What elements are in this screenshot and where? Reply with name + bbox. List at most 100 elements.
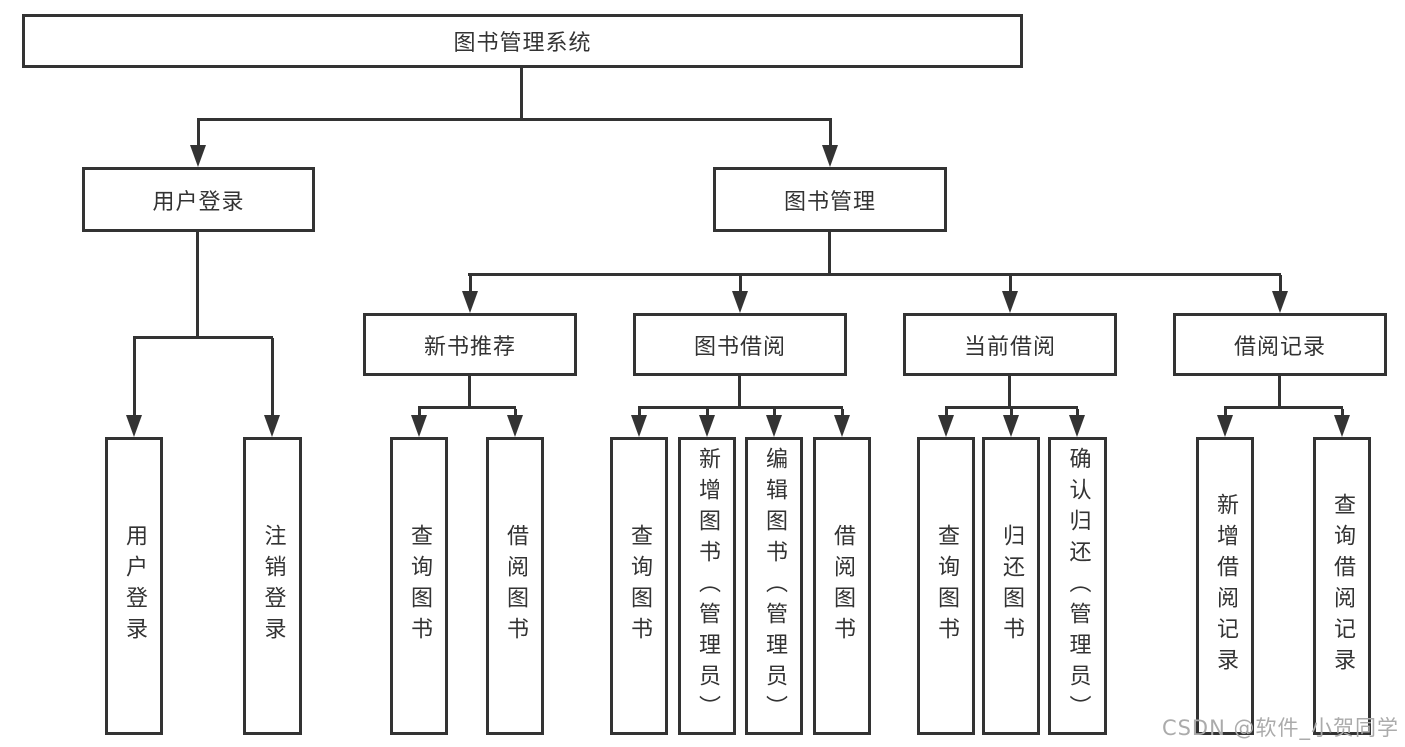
leaf-label: 注销登录: [260, 524, 286, 648]
leaf-br-add-record: 新增借阅记录: [1196, 437, 1254, 735]
arrow-stem: [513, 409, 517, 417]
leaf-label: 新增借阅记录: [1213, 493, 1238, 679]
leaf-cb-return-books: 归还图书: [982, 437, 1040, 735]
arrow-head-icon: [766, 415, 782, 437]
vline-current-borrow-trunk: [1008, 376, 1011, 409]
leaf-label: 查询图书: [934, 524, 959, 648]
node-user-login-label: 用户登录: [152, 189, 245, 215]
hline-current-borrow-branch: [945, 406, 1078, 409]
arrow-stem: [944, 409, 948, 417]
arrow-head-icon: [1217, 415, 1233, 437]
arrow-stem: [637, 409, 641, 417]
arrow-into-leaf-logout: [264, 338, 280, 437]
arrow-head-icon: [732, 291, 748, 313]
arrow-head-icon: [631, 415, 647, 437]
arrow-into-current-borrow: [1002, 275, 1018, 313]
arrow-stem: [1075, 409, 1079, 417]
arrow-into-cb-return: [1003, 409, 1019, 437]
leaf-bb-add-books-admin: 新增图书（管理员）: [678, 437, 736, 735]
arrow-into-bb-edit: [766, 409, 782, 437]
node-book-management: 图书管理: [713, 167, 947, 232]
leaf-label: 确认归还（管理员）: [1065, 446, 1091, 726]
node-book-borrow: 图书借阅: [633, 313, 847, 376]
node-current-borrow: 当前借阅: [903, 313, 1117, 376]
arrow-stem: [1340, 409, 1344, 417]
hline-borrow-records-branch: [1224, 406, 1343, 409]
leaf-nbr-borrow-books: 借阅图书: [486, 437, 544, 735]
arrow-head-icon: [822, 145, 838, 167]
vline-new-book-rec-trunk: [468, 376, 471, 409]
arrow-stem: [738, 275, 742, 293]
arrow-stem: [1223, 409, 1227, 417]
arrow-stem: [828, 120, 832, 147]
leaf-label: 查询图书: [407, 524, 432, 648]
node-root-label: 图书管理系统: [453, 31, 592, 56]
arrow-stem: [270, 338, 274, 417]
hline-new-book-rec-branch: [418, 406, 516, 409]
arrow-into-cb-query: [938, 409, 954, 437]
leaf-bb-borrow-books: 借阅图书: [813, 437, 871, 735]
arrow-head-icon: [411, 415, 427, 437]
node-new-book-rec: 新书推荐: [363, 313, 577, 376]
arrow-stem: [840, 409, 844, 417]
leaf-label: 编辑图书（管理员）: [762, 446, 787, 726]
arrow-head-icon: [126, 415, 142, 437]
leaf-bb-query-books: 查询图书: [610, 437, 668, 735]
vline-book-management-trunk: [828, 232, 831, 276]
node-label: 借阅记录: [1233, 334, 1326, 360]
arrow-stem: [772, 409, 776, 417]
arrow-head-icon: [264, 415, 280, 437]
arrow-stem: [1008, 275, 1012, 293]
arrow-into-br-add: [1217, 409, 1233, 437]
arrow-head-icon: [938, 415, 954, 437]
arrow-stem: [705, 409, 709, 417]
leaf-user-login: 用户登录: [105, 437, 163, 735]
arrow-stem: [1278, 275, 1282, 293]
vline-root-trunk: [520, 68, 523, 121]
arrow-into-book-management: [822, 120, 838, 167]
arrow-head-icon: [507, 415, 523, 437]
leaf-logout: 注销登录: [243, 437, 302, 735]
leaf-br-query-record: 查询借阅记录: [1313, 437, 1371, 735]
csdn-watermark: CSDN @软件_小贺同学: [1161, 716, 1399, 740]
leaf-label: 新增图书（管理员）: [695, 446, 720, 726]
node-borrow-records: 借阅记录: [1173, 313, 1387, 376]
arrow-stem: [1009, 409, 1013, 417]
arrow-into-bb-query: [631, 409, 647, 437]
hline-level2-branch: [197, 118, 832, 121]
node-label: 新书推荐: [423, 334, 516, 360]
arrow-into-cb-confirm: [1069, 409, 1085, 437]
node-user-login: 用户登录: [82, 167, 315, 232]
leaf-bb-edit-books-admin: 编辑图书（管理员）: [745, 437, 803, 735]
node-root: 图书管理系统: [22, 14, 1023, 68]
node-book-management-label: 图书管理: [783, 189, 876, 215]
arrow-into-bb-add: [699, 409, 715, 437]
arrow-stem: [196, 120, 200, 147]
arrow-into-br-query: [1334, 409, 1350, 437]
leaf-label: 用户登录: [122, 524, 147, 648]
arrow-head-icon: [1002, 291, 1018, 313]
leaf-label: 查询借阅记录: [1330, 493, 1355, 679]
arrow-into-user-login: [190, 120, 206, 167]
leaf-label: 归还图书: [999, 524, 1024, 648]
arrow-head-icon: [462, 291, 478, 313]
arrow-into-nbr-borrow: [507, 409, 523, 437]
vline-borrow-records-trunk: [1278, 376, 1281, 409]
arrow-head-icon: [1334, 415, 1350, 437]
arrow-into-borrow-records: [1272, 275, 1288, 313]
leaf-label: 借阅图书: [503, 524, 528, 648]
arrow-head-icon: [834, 415, 850, 437]
leaf-cb-confirm-return-admin: 确认归还（管理员）: [1048, 437, 1107, 735]
arrow-head-icon: [1003, 415, 1019, 437]
vline-book-borrow-trunk: [738, 376, 741, 409]
hline-level3-branch: [468, 273, 1281, 276]
arrow-head-icon: [1272, 291, 1288, 313]
arrow-into-new-book-rec: [462, 275, 478, 313]
hline-book-borrow-branch: [638, 406, 843, 409]
arrow-into-bb-borrow: [834, 409, 850, 437]
arrow-stem: [417, 409, 421, 417]
arrow-into-book-borrow: [732, 275, 748, 313]
node-label: 当前借阅: [963, 334, 1056, 360]
arrow-head-icon: [190, 145, 206, 167]
